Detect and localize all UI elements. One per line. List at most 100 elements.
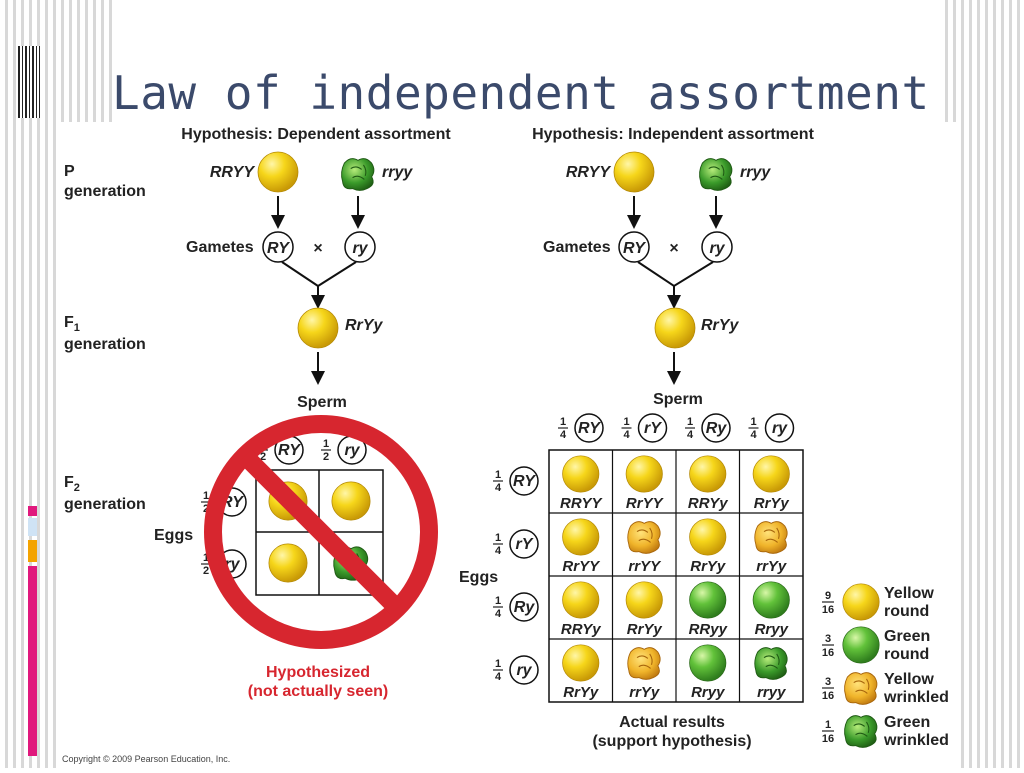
ind-gamete-1: RY [623,240,646,257]
dependent-heading: Hypothesis: Dependent assortment [181,126,451,143]
ind-cell-3-3-green-wrinkled-pea-icon [754,647,788,680]
barcode-decoration [18,46,40,118]
prohibition-slash-icon [238,449,404,615]
ratio-num-2: 3 [825,676,831,688]
ind-egg-fraction-den-1: 4 [495,545,502,557]
ind-egg-gamete-2: Ry [514,599,536,616]
ind-cell-1-0-yellow-round-pea-icon [562,518,600,556]
ind-egg-gamete-circle-0 [509,466,539,496]
ind-gamete-circle-2 [701,231,733,263]
dep-gametes-label: Gametes [186,239,254,256]
ind-cell-genotype-3-2: Rryy [691,684,725,701]
ind-egg-fraction-num-2: 1 [495,595,501,607]
dep-sperm-gamete-1: ry [344,442,360,459]
ratio-legend: 916Yellowround316Greenround316Yellowwrin… [822,583,949,749]
ind-cell-genotype-3-0: RrYy [563,684,599,701]
ratio-0-yellow-round-pea-icon [842,583,880,621]
ind-gamete-2: ry [709,240,725,257]
ind-cell-3-1-yellow-wrinkled-pea-icon [627,647,661,680]
ind-egg-fraction-num-3: 1 [495,658,501,670]
ind-cell-1-1-yellow-wrinkled-pea-icon [627,521,661,554]
ind-cell-0-2-yellow-round-pea-icon [689,455,727,493]
ind-egg-fraction-num-0: 1 [495,469,501,481]
ind-cell-2-1-yellow-round-pea-icon [625,581,663,619]
dep-gamete-circle-2 [344,231,376,263]
ratio-label-line1-1: Green [884,628,930,645]
ind-sperm-label: Sperm [653,391,703,408]
ind-parent-yellow-genotype: RRYY [566,164,611,181]
ratio-label-line2-3: wrinkled [883,732,949,749]
ind-sperm-fraction-num-3: 1 [750,416,756,428]
dep-egg-fraction-den-0: 2 [203,503,209,515]
ind-sperm-fraction-den-3: 4 [750,429,757,441]
ind-parent-yellow-pea-icon [613,151,655,193]
f1-generation-letter: F1 [64,314,80,334]
diagram-panel: Hypothesis: Dependent assortment P gener… [56,122,958,768]
ind-sperm-fraction-den-2: 4 [687,429,694,441]
ind-sperm-gamete-0: RY [578,420,601,437]
ind-cell-genotype-2-0: RRYy [561,621,601,638]
ind-cell-genotype-1-1: rrYY [628,558,662,575]
ind-cell-3-0-yellow-round-pea-icon [562,644,600,682]
f2-generation-letter: F2 [64,474,80,494]
p-generation-label: generation [64,183,146,200]
ind-parent-green-pea-icon [698,158,733,191]
ind-egg-gamete-1: rY [516,536,534,553]
ind-cell-2-0-yellow-round-pea-icon [562,581,600,619]
ind-egg-gamete-circle-1 [509,529,539,559]
ind-sperm-gamete-3: ry [772,420,788,437]
ind-egg-fraction-num-1: 1 [495,532,501,544]
p-generation-letter: P [64,163,75,180]
dep-egg-fraction-den-1: 2 [203,565,209,577]
ind-sperm-gamete-circle-2 [701,413,731,443]
ratio-den-3: 16 [822,733,834,745]
ind-cell-genotype-3-3: rryy [757,684,786,701]
dep-parent-yellow-pea-icon [257,151,299,193]
ratio-label-line2-2: wrinkled [883,689,949,706]
ind-sperm-fraction-num-2: 1 [687,416,693,428]
ind-egg-gamete-3: ry [516,662,532,679]
ind-cell-1-3-yellow-wrinkled-pea-icon [754,521,788,554]
copyright: Copyright © 2009 Pearson Education, Inc. [62,754,230,764]
dep-cross-sign: × [313,240,322,257]
ind-cell-genotype-1-2: RrYy [690,558,726,575]
dep-gamete-2: ry [352,240,368,257]
ind-egg-fraction-den-0: 4 [495,482,502,494]
ind-parent-green-genotype: rryy [740,164,771,181]
dep-sperm-label: Sperm [297,394,347,411]
ind-cell-2-2-green-round-pea-icon [689,581,727,619]
dep-eggs-label: Eggs [154,527,193,544]
ind-sperm-fraction-num-0: 1 [560,416,566,428]
ind-cell-0-3-yellow-round-pea-icon [752,455,790,493]
ind-egg-gamete-circle-3 [509,655,539,685]
dep-sperm-fraction-num-1: 1 [323,438,329,450]
ratio-num-3: 1 [825,719,831,731]
ind-cell-genotype-0-0: RRYY [560,495,603,512]
f1-generation-label: generation [64,336,146,353]
ind-sperm-gamete-1: rY [644,420,662,437]
ratio-den-1: 16 [822,647,834,659]
accent-bar-pink-long [28,566,37,756]
ind-cell-genotype-2-2: RRyy [689,621,728,638]
dep-egg-fraction-num-1: 1 [203,552,209,564]
ratio-num-1: 3 [825,633,831,645]
assortment-diagram: Hypothesis: Dependent assortment P gener… [62,126,949,764]
ind-cross-sign: × [669,240,678,257]
dep-egg-fraction-num-0: 1 [203,490,209,502]
ind-sperm-fraction-den-1: 4 [623,429,630,441]
dep-parent-green-genotype: rryy [382,164,413,181]
ind-cell-genotype-2-1: RrYy [627,621,663,638]
ind-sperm-gamete-circle-3 [764,413,795,443]
dep-parent-green-pea-icon [340,158,375,191]
ratio-label-line1-0: Yellow [884,585,934,602]
ind-f1-pea-icon [654,307,696,349]
dep-sperm-gamete-0: RY [278,442,301,459]
ind-sperm-gamete-2: Ry [706,420,728,437]
ind-cell-genotype-0-3: RrYy [754,495,790,512]
accent-bar-blue [28,518,37,536]
independent-heading: Hypothesis: Independent assortment [532,126,814,143]
ind-cell-genotype-0-1: RrYY [626,495,665,512]
ind-cell-genotype-2-3: Rryy [755,621,789,638]
